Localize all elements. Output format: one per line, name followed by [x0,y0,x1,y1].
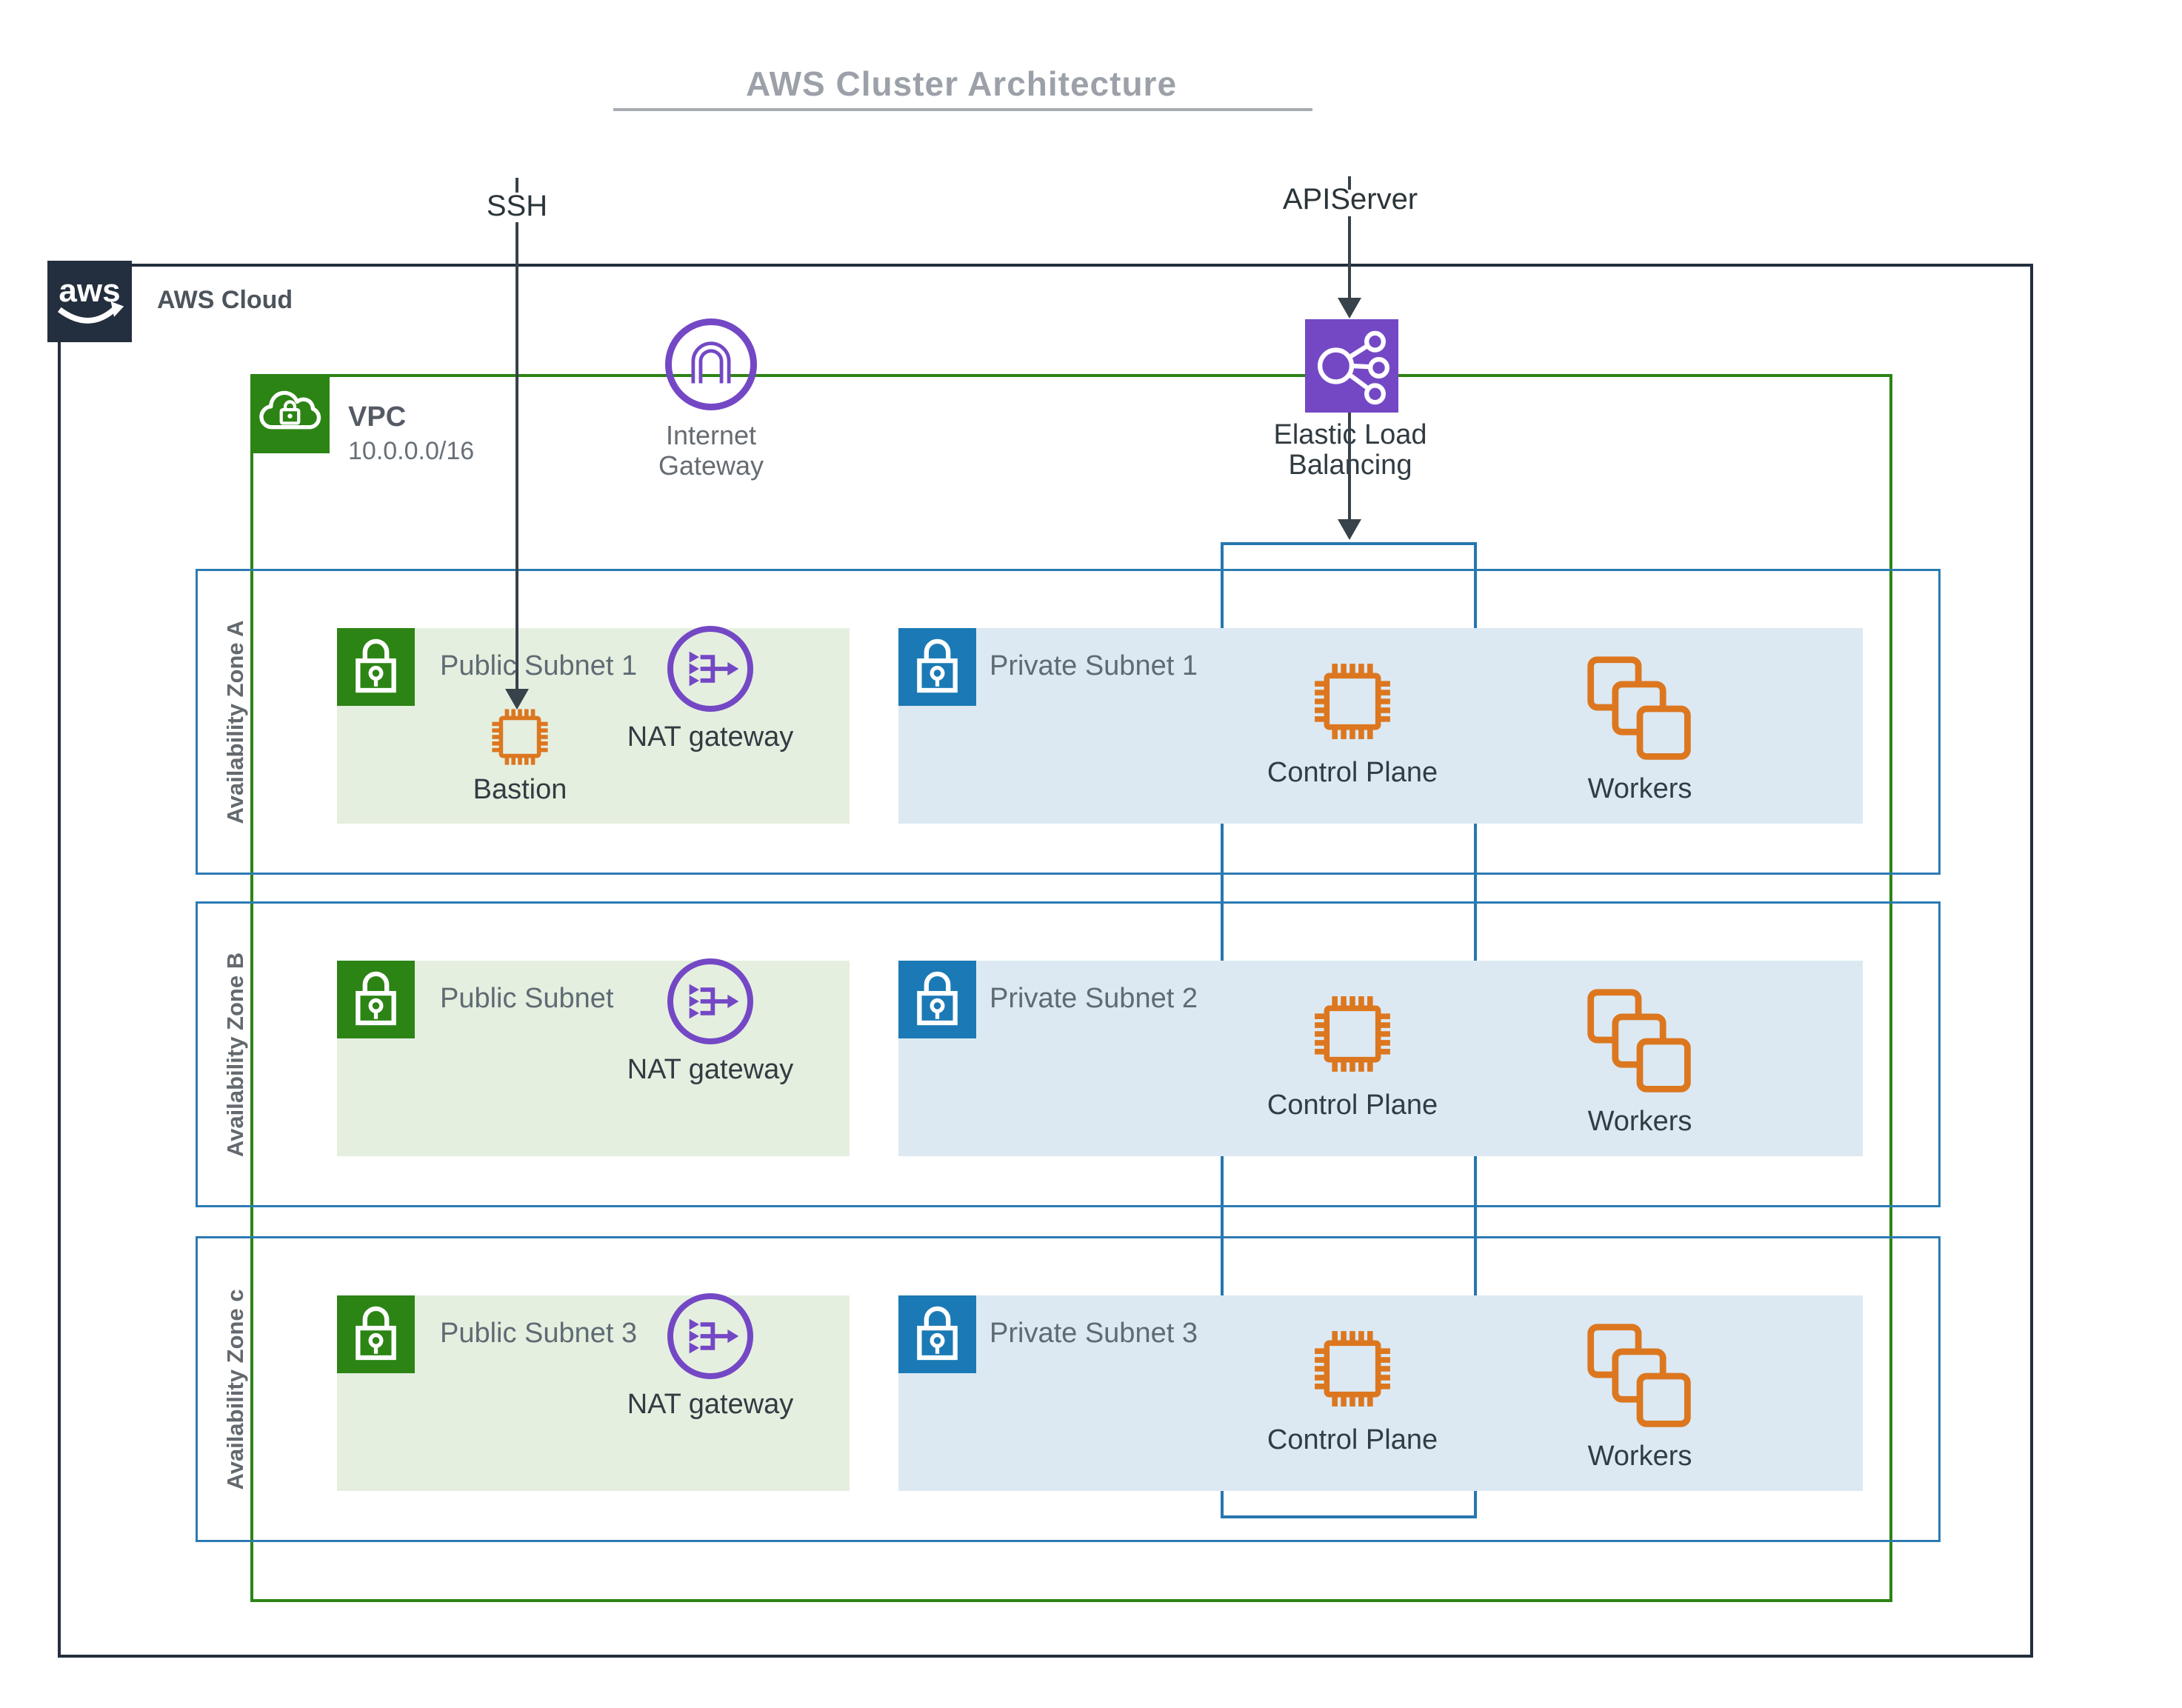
workers-icon [1582,1318,1698,1434]
public-subnet-lock-icon [337,961,415,1038]
nat-gateway-icon [667,626,753,712]
control-plane-label: Control Plane [1267,757,1438,788]
internet-gateway-icon [665,318,757,410]
apiserver-line [1348,216,1351,299]
title-underline [613,108,1312,111]
private-subnet-lock-icon [898,628,976,706]
control-plane-icon [1304,986,1401,1082]
ssh-line [516,222,518,693]
public-subnet-lock-icon [337,628,415,706]
internet-gateway-label: Internet Gateway [658,420,764,481]
private-subnet-title: Private Subnet 1 [990,650,1198,681]
control-plane-label: Control Plane [1267,1424,1438,1455]
vpc-cidr: 10.0.0.0/16 [348,437,475,465]
nat-gateway-icon [667,1293,753,1379]
control-plane-icon [1304,1321,1401,1417]
ssh-label: SSH [486,190,548,222]
workers-label: Workers [1587,1441,1692,1472]
aws-cloud-box [58,264,2033,1658]
nat-gateway-icon [667,958,753,1044]
ssh-line-tick [516,178,518,193]
vpc-label: VPC [348,401,407,433]
availability-zone-label: Availability Zone c [222,1288,248,1490]
nat-gateway-label: NAT gateway [627,1054,794,1085]
control-plane-label: Control Plane [1267,1090,1438,1121]
apiserver-label: APIServer [1282,183,1418,216]
private-subnet-lock-icon [898,1295,976,1373]
vpc-box [250,374,1892,1602]
elb-to-controlplane-line [1348,413,1351,521]
workers-label: Workers [1587,1106,1692,1137]
nat-gateway-label: NAT gateway [627,1389,794,1420]
control-plane-icon [1304,653,1401,750]
public-subnet-title: Public Subnet 3 [440,1318,638,1349]
private-subnet-title: Private Subnet 3 [990,1318,1198,1349]
availability-zone: Availability Zone A Public Subnet 1 NAT … [196,569,1941,875]
elb-to-controlplane-arrowhead-icon [1338,519,1361,540]
public-subnet-title: Public Subnet 1 [440,650,638,681]
ssh-arrowhead-icon [505,689,529,710]
public-subnet-lock-icon [337,1295,415,1373]
bastion-icon [484,701,555,773]
workers-icon [1582,984,1698,1099]
public-subnet-box [337,628,850,824]
nat-gateway-label: NAT gateway [627,721,794,753]
public-subnet-box [337,1295,850,1491]
page-title: AWS Cluster Architecture [745,64,1178,103]
svg-text:aws: aws [59,273,120,309]
workers-icon [1582,651,1698,767]
availability-zone: Availability Zone B Public Subnet NAT ga… [196,901,1941,1207]
availability-zone-label: Availability Zone A [222,619,248,824]
elastic-load-balancing-icon [1305,319,1398,413]
workers-label: Workers [1587,773,1692,804]
public-subnet-title: Public Subnet [440,983,614,1014]
apiserver-line-tick [1348,176,1351,190]
availability-zone: Availability Zone c Public Subnet 3 NAT … [196,1236,1941,1542]
bastion-label: Bastion [473,774,567,805]
private-subnet-lock-icon [898,961,976,1038]
apiserver-arrowhead-icon [1338,298,1361,318]
aws-logo-icon: aws [47,261,132,342]
private-subnet-title: Private Subnet 2 [990,983,1198,1014]
vpc-icon [250,374,330,453]
availability-zone-label: Availability Zone B [222,952,248,1157]
public-subnet-box [337,961,850,1156]
aws-cloud-label: AWS Cloud [157,286,293,314]
